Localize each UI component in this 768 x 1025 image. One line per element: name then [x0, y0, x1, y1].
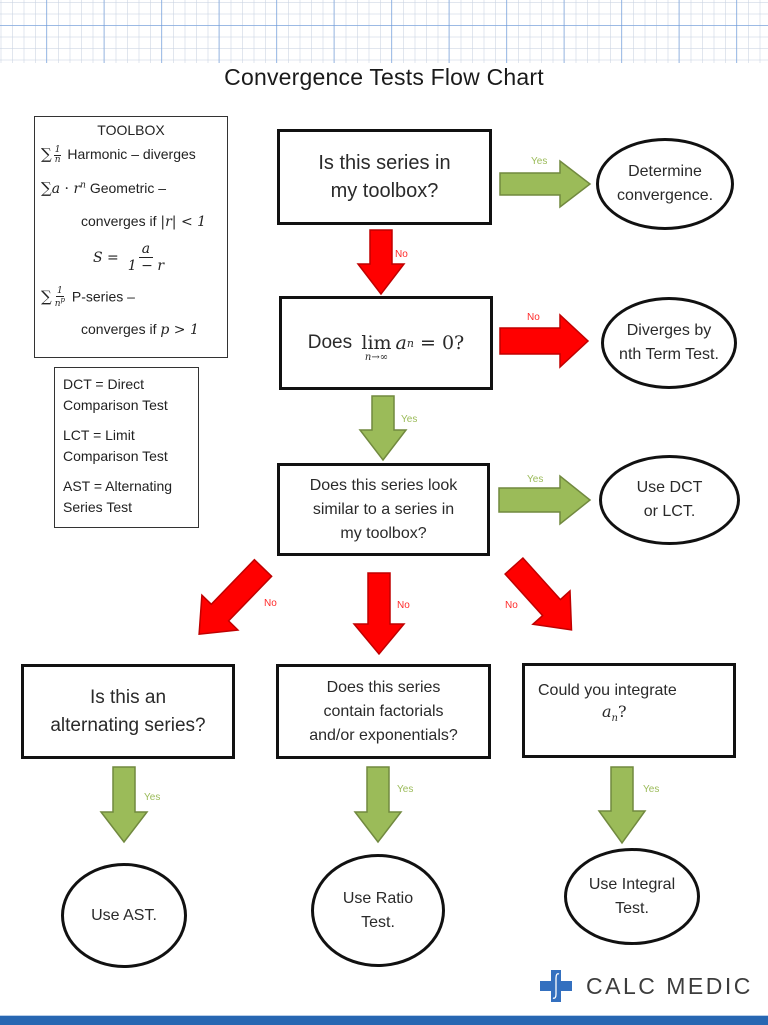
edge-label-yes-limit: Yes — [401, 414, 418, 425]
graph-paper-header — [0, 0, 768, 63]
question-alternating: Is this an alternating series? — [21, 664, 235, 759]
edge-label-yes-toolbox: Yes — [531, 156, 548, 167]
question-in-toolbox: Is this series in my toolbox? — [277, 129, 492, 225]
result-diverges-nth-term: Diverges by nth Term Test. — [601, 297, 737, 389]
arrow-no-right — [504, 556, 573, 631]
edge-label-no-left: No — [264, 598, 277, 609]
result-use-dct-lct: Use DCT or LCT. — [599, 455, 740, 545]
brand-name: CALC MEDIC — [586, 972, 753, 999]
result-use-integral-test: Use Integral Test. — [564, 848, 700, 945]
arrow-yes-limit — [358, 395, 408, 462]
result-use-ratio-test: Use Ratio Test. — [311, 854, 445, 967]
toolbox-pseries-condition: converges if p > 1 — [81, 321, 199, 338]
toolbox-geometric-condition: converges if |r| < 1 — [81, 213, 207, 230]
arrow-yes-alternating — [99, 766, 149, 844]
edge-label-yes-alternating: Yes — [144, 792, 161, 803]
arrow-yes-factorials — [353, 766, 403, 844]
edge-label-no-right: No — [505, 600, 518, 611]
question-integrate: Could you integrate an? — [522, 663, 736, 758]
result-use-ast: Use AST. — [61, 863, 187, 968]
edge-label-no-limit: No — [527, 312, 540, 323]
arrow-no-toolbox — [356, 229, 406, 296]
toolbox-header: TOOLBOX — [97, 122, 165, 138]
arrow-yes-similar — [498, 474, 592, 526]
arrow-yes-toolbox — [499, 159, 592, 209]
toolbox-geometric: ∑a · rn Geometric – — [41, 179, 167, 197]
arrow-no-limit — [499, 313, 590, 369]
edge-label-yes-integrate: Yes — [643, 784, 660, 795]
cross-integral-icon — [540, 970, 572, 1002]
result-determine-convergence: Determine convergence. — [596, 138, 734, 230]
edge-label-yes-similar: Yes — [527, 474, 544, 485]
question-similar-series: Does this series look similar to a serie… — [277, 463, 490, 556]
calc-medic-logo: CALC MEDIC — [540, 970, 753, 1002]
page-title: Convergence Tests Flow Chart — [224, 64, 544, 90]
edge-label-no-center: No — [397, 600, 410, 611]
question-factorials-exponentials: Does this series contain factorials and/… — [276, 664, 491, 759]
footer-bar — [0, 1015, 768, 1025]
edge-label-no-toolbox: No — [395, 249, 408, 260]
arrow-yes-integrate — [597, 766, 647, 845]
edge-label-yes-factorials: Yes — [397, 784, 414, 795]
arrow-no-center — [352, 572, 406, 656]
arrow-no-left — [198, 558, 273, 636]
